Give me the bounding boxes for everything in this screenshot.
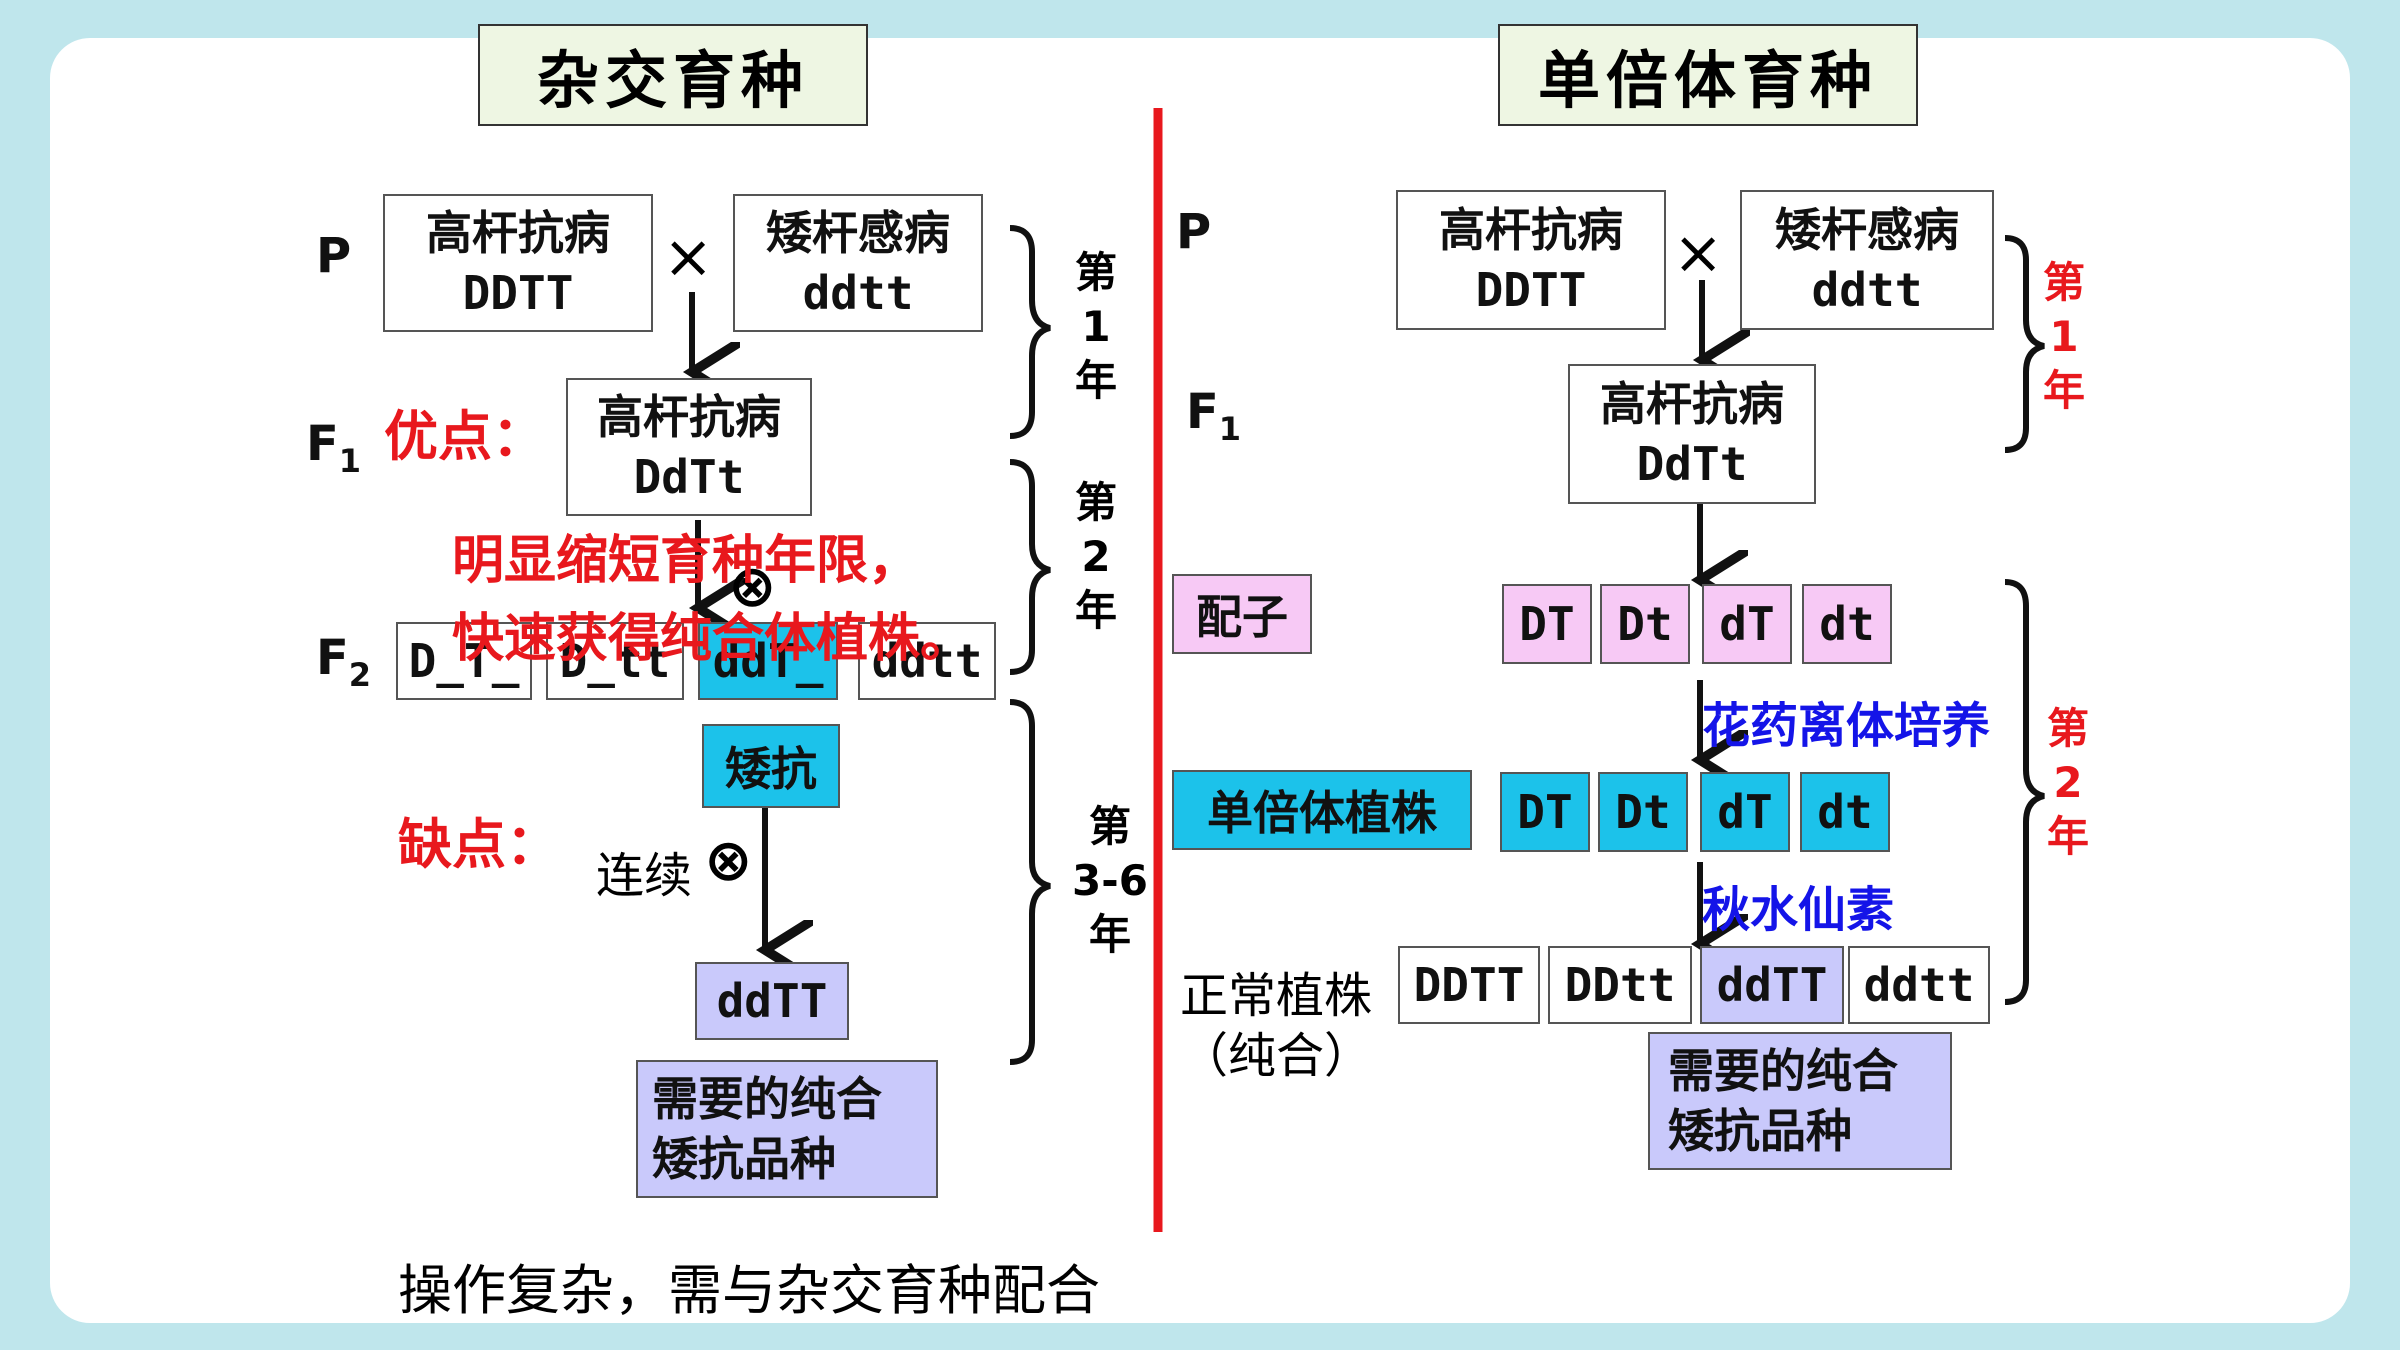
right-cross-symbol: × (1673, 218, 1724, 288)
gamete-box-1: DT (1502, 584, 1592, 664)
right-year2-char3: 年 (2046, 812, 2089, 861)
gamete-label-box: 配子 (1172, 574, 1312, 654)
right-f1-label-sub: 1 (1218, 410, 1242, 448)
left-year3-label: 第 3-6 年 (1060, 800, 1160, 962)
brace-right-year2 (2004, 579, 2045, 1005)
left-parent2-phenotype: 矮杆感病 (766, 206, 950, 260)
right-goal-line1: 需要的纯合 (1668, 1044, 1898, 1098)
right-f1-label: F1 (1186, 384, 1241, 448)
brace-right-year1 (2004, 235, 2045, 453)
left-f1-label: F1 (306, 416, 361, 480)
haploid-box-3: dT (1700, 772, 1790, 852)
right-year1-char3: 年 (2042, 366, 2085, 415)
left-year2-char3: 年 (1074, 586, 1117, 635)
right-year1-char2: 1 (2049, 312, 2079, 361)
right-parent1-genotype: DDTT (1475, 263, 1587, 317)
anther-culture-label: 花药离体培养 (1702, 698, 1991, 754)
left-f2-label-main: F (316, 630, 349, 686)
left-parent1-box: 高杆抗病 DDTT (383, 194, 653, 332)
left-f1-label-sub: 1 (338, 442, 362, 480)
disadvantage-label: 缺点： (398, 813, 560, 876)
left-continuous-label: 连续 (596, 848, 693, 904)
right-goal-box: 需要的纯合 矮抗品种 (1648, 1032, 1952, 1170)
left-year2-char2: 2 (1081, 532, 1111, 581)
left-title: 杂交育种 (478, 24, 868, 126)
left-continuous-selfing-icon: ⊗ (704, 826, 753, 894)
left-f1-label-main: F (306, 416, 339, 472)
right-title: 单倍体育种 (1498, 24, 1918, 126)
right-f1-phenotype: 高杆抗病 (1600, 377, 1784, 431)
left-goal-box: 需要的纯合 矮抗品种 (636, 1060, 938, 1198)
left-f2-box-4: ddtt (858, 622, 996, 700)
left-f1-phenotype: 高杆抗病 (597, 390, 781, 444)
right-parent2-box: 矮杆感病 ddtt (1740, 190, 1994, 330)
brace-left-year2 (1009, 459, 1051, 675)
right-parent1-phenotype: 高杆抗病 (1439, 203, 1623, 257)
brace-left-year3 (1009, 699, 1051, 1065)
left-parent1-genotype: DDTT (462, 266, 574, 320)
left-f1-genotype: DdTt (633, 450, 745, 504)
haploid-box-2: Dt (1598, 772, 1688, 852)
left-cross-symbol: × (663, 222, 714, 292)
left-year1-label: 第 1 年 (1066, 246, 1126, 408)
left-parent1-phenotype: 高杆抗病 (426, 206, 610, 260)
disadvantage-text: 操作复杂，需与杂交育种配合 (398, 1259, 1100, 1322)
brace-left-year1 (1009, 225, 1051, 439)
left-year1-char1: 第 (1074, 248, 1117, 297)
right-year2-label: 第 2 年 (2038, 702, 2098, 864)
left-f2-box-1: D_T_ (396, 622, 532, 700)
normal-box-3: ddTT (1700, 946, 1844, 1024)
normal-box-2: DDtt (1548, 946, 1692, 1024)
gamete-box-4: dt (1802, 584, 1892, 664)
right-year2-char1: 第 (2046, 704, 2089, 753)
right-parent2-genotype: ddtt (1811, 263, 1923, 317)
left-year1-char3: 年 (1074, 356, 1117, 405)
left-year3-char3: 年 (1088, 910, 1131, 959)
left-year2-label: 第 2 年 (1066, 476, 1126, 638)
normal-plant-label: 正常植株 (1180, 968, 1373, 1024)
gamete-box-3: dT (1702, 584, 1792, 664)
left-f2-box-3: ddT_ (698, 622, 838, 700)
left-f2-label: F2 (316, 630, 371, 694)
left-f2-label-sub: 2 (348, 656, 372, 694)
right-f1-label-main: F (1186, 384, 1219, 440)
left-selected-box: 矮抗 (702, 724, 840, 808)
left-result-box: ddTT (695, 962, 849, 1040)
haploid-box-4: dt (1800, 772, 1890, 852)
left-goal-line1: 需要的纯合 (652, 1072, 882, 1126)
normal-box-1: DDTT (1398, 946, 1540, 1024)
haploid-box-1: DT (1500, 772, 1590, 852)
left-year1-char2: 1 (1081, 302, 1111, 351)
left-f2-box-2: D_tt (546, 622, 684, 700)
advantage-label: 优点： (384, 405, 546, 468)
colchicine-label: 秋水仙素 (1702, 882, 1895, 938)
gamete-box-2: Dt (1600, 584, 1690, 664)
left-year3-char2: 3-6 (1072, 856, 1148, 905)
left-p-label: P (316, 228, 352, 284)
left-selfing-icon: ⊗ (728, 552, 777, 620)
left-parent2-genotype: ddtt (802, 266, 914, 320)
right-parent1-box: 高杆抗病 DDTT (1396, 190, 1666, 330)
right-year2-char2: 2 (2053, 758, 2083, 807)
right-f1-genotype: DdTt (1636, 437, 1748, 491)
left-year2-char1: 第 (1074, 478, 1117, 527)
right-f1-box: 高杆抗病 DdTt (1568, 364, 1816, 504)
left-year3-char1: 第 (1088, 802, 1131, 851)
right-goal-line2: 矮抗品种 (1668, 1104, 1852, 1158)
right-year1-char1: 第 (2042, 258, 2085, 307)
normal-plant-pure-label: （纯合） (1180, 1028, 1373, 1084)
advantage-text-line1: 明显缩短育种年限， (452, 531, 921, 591)
right-parent2-phenotype: 矮杆感病 (1775, 203, 1959, 257)
advantage-text-line2: 快速获得纯合体植株。 (452, 609, 973, 669)
left-parent2-box: 矮杆感病 ddtt (733, 194, 983, 332)
right-year1-label: 第 1 年 (2034, 256, 2094, 418)
left-f1-box: 高杆抗病 DdTt (566, 378, 812, 516)
left-goal-line2: 矮抗品种 (652, 1132, 836, 1186)
right-p-label: P (1176, 204, 1212, 260)
haploid-label-box: 单倍体植株 (1172, 770, 1472, 850)
normal-box-4: ddtt (1848, 946, 1990, 1024)
